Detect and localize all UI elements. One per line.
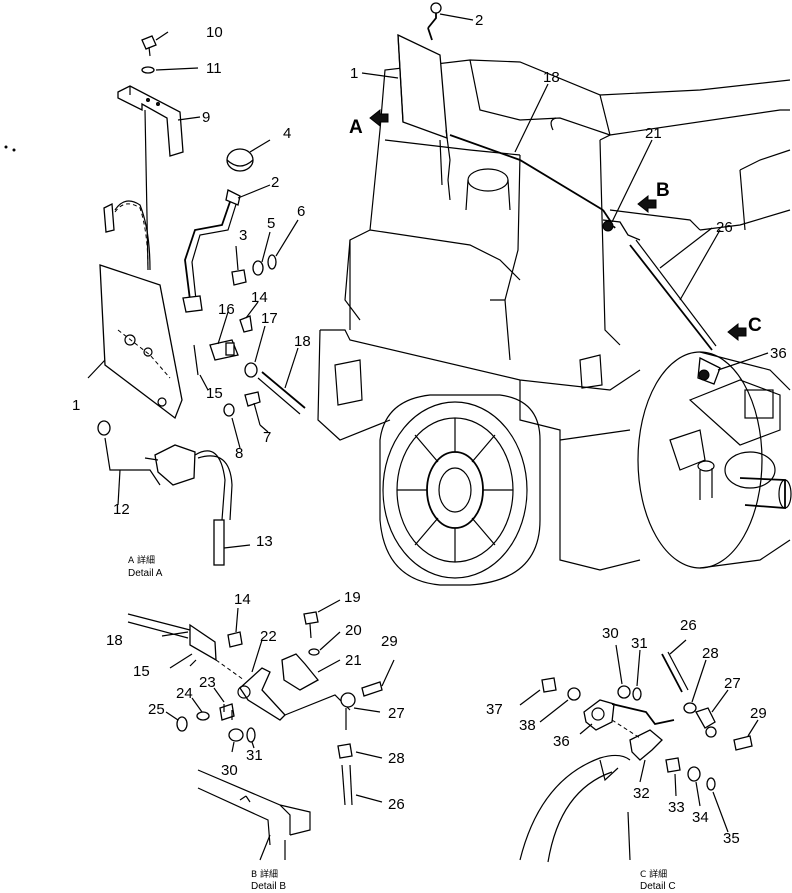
callout-a-13: 13 <box>256 533 273 550</box>
callout-c-26: 26 <box>680 617 697 634</box>
view-arrow-a: A <box>349 108 389 138</box>
detail-c-caption-jp: C 詳細 <box>640 868 667 880</box>
callout-b-29: 29 <box>381 633 398 650</box>
callout-a-5: 5 <box>267 215 275 232</box>
callout-b-30: 30 <box>221 762 238 779</box>
callout-a-10: 10 <box>206 24 223 41</box>
main-leader-lines <box>361 13 769 371</box>
converter-assembly <box>637 351 792 569</box>
callout-b-25: 25 <box>148 701 165 718</box>
main-linkage-rods <box>449 134 721 385</box>
detail-b <box>127 599 395 861</box>
callout-a-2: 2 <box>271 174 279 191</box>
flywheel-housing <box>379 394 541 586</box>
callout-c-30: 30 <box>602 625 619 642</box>
callout-a-18: 18 <box>294 333 311 350</box>
callout-main-26: 26 <box>716 219 733 236</box>
callout-b-28: 28 <box>388 750 405 767</box>
callout-a-15: 15 <box>206 385 223 402</box>
view-arrow-b: B <box>637 180 670 214</box>
callout-main-2: 2 <box>475 12 483 29</box>
detail-b-caption-en: Detail B <box>251 881 286 892</box>
callout-c-31: 31 <box>631 635 648 652</box>
callout-b-27: 27 <box>388 705 405 722</box>
detail-a-caption-en: Detail A <box>128 568 163 579</box>
view-letter-c: C <box>748 315 762 336</box>
callout-c-28: 28 <box>702 645 719 662</box>
callout-b-14: 14 <box>234 591 251 608</box>
main-control-lever <box>397 2 451 201</box>
callout-b-18: 18 <box>106 632 123 649</box>
callout-b-19: 19 <box>344 589 361 606</box>
detail-a-caption-jp: A 詳細 <box>128 554 155 566</box>
callout-main-36: 36 <box>770 345 787 362</box>
callout-c-34: 34 <box>692 809 709 826</box>
callout-c-37: 37 <box>486 701 503 718</box>
callout-main-18: 18 <box>543 69 560 86</box>
callout-a-3: 3 <box>239 227 247 244</box>
callout-a-9: 9 <box>202 109 210 126</box>
callout-c-38: 38 <box>519 717 536 734</box>
callout-b-26: 26 <box>388 796 405 813</box>
callout-main-21: 21 <box>645 125 662 142</box>
engine-assembly <box>317 59 792 586</box>
callout-c-33: 33 <box>668 799 685 816</box>
view-arrow-c: C <box>727 315 762 342</box>
callout-b-20: 20 <box>345 622 362 639</box>
callout-c-36: 36 <box>553 733 570 750</box>
detail-c-caption-en: Detail C <box>640 881 676 892</box>
detail-a <box>4 31 306 566</box>
callout-b-24: 24 <box>176 685 193 702</box>
callout-a-4: 4 <box>283 125 291 142</box>
callout-a-1: 1 <box>72 397 80 414</box>
detail-b-caption-jp: B 詳細 <box>251 868 278 880</box>
callout-c-27: 27 <box>724 675 741 692</box>
callout-a-7: 7 <box>263 429 271 446</box>
callout-a-16: 16 <box>218 301 235 318</box>
view-letter-b: B <box>656 180 670 201</box>
callout-main-1: 1 <box>350 65 358 82</box>
callout-c-35: 35 <box>723 830 740 847</box>
view-letter-a: A <box>349 117 363 138</box>
callout-a-11: 11 <box>206 60 222 77</box>
callout-b-21: 21 <box>345 652 362 669</box>
callout-c-32: 32 <box>633 785 650 802</box>
callout-b-22: 22 <box>260 628 277 645</box>
callout-a-8: 8 <box>235 445 243 462</box>
callout-b-23: 23 <box>199 674 216 691</box>
callout-b-15: 15 <box>133 663 150 680</box>
detail-c <box>519 639 759 863</box>
callout-c-29: 29 <box>750 705 767 722</box>
callout-b-31: 31 <box>246 747 263 764</box>
callout-a-17: 17 <box>261 310 278 327</box>
callout-a-12: 12 <box>113 501 130 518</box>
callout-a-14: 14 <box>251 289 268 306</box>
callout-a-6: 6 <box>297 203 305 220</box>
